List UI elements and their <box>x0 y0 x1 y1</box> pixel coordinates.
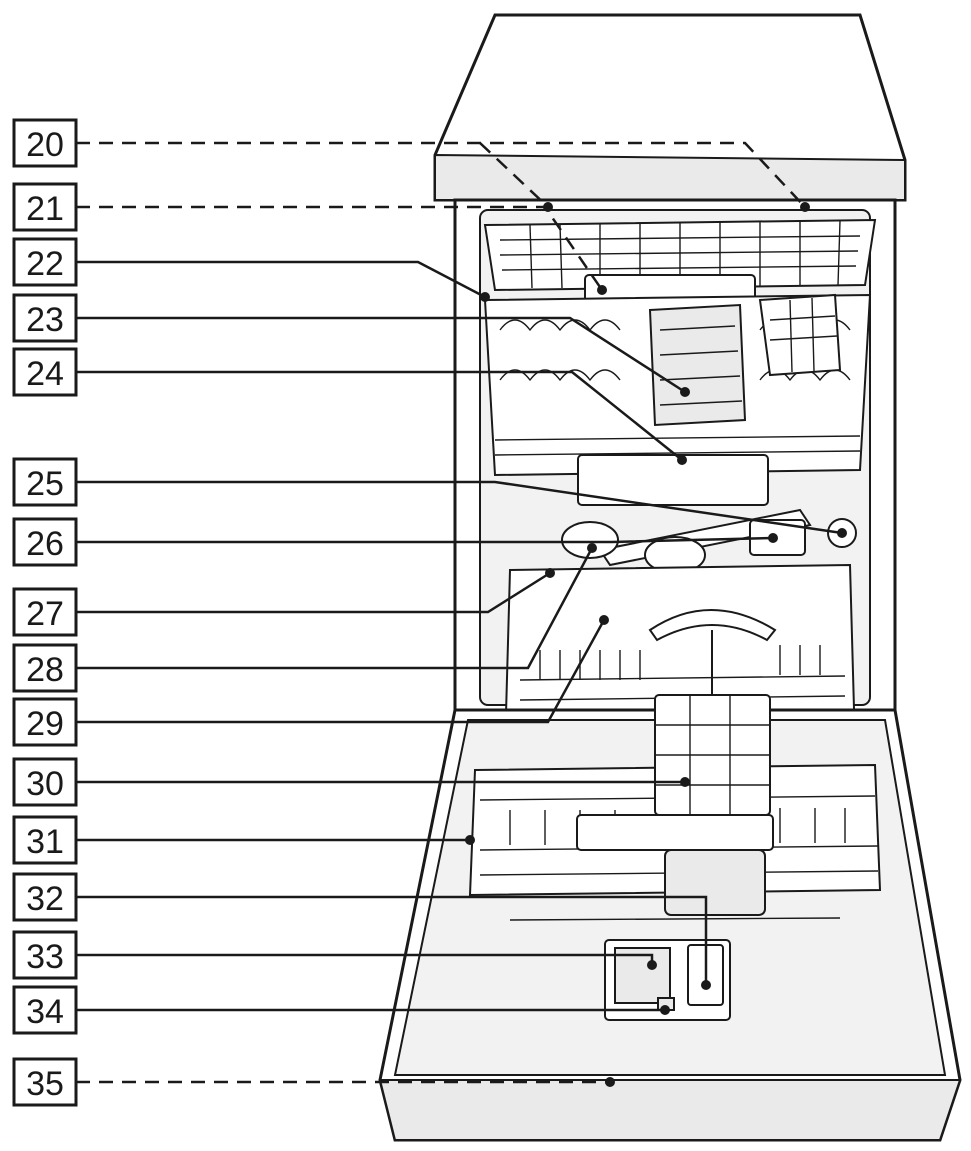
callout-22-label: 22 <box>26 245 64 283</box>
callout-32: 32 <box>12 872 78 922</box>
leader-24 <box>76 370 683 461</box>
callout-22: 22 <box>12 237 78 287</box>
callout-33-label: 33 <box>26 938 64 976</box>
callout-25: 25 <box>12 457 78 507</box>
callout-20-label: 20 <box>26 126 64 164</box>
callout-24: 24 <box>12 347 78 397</box>
leader-28 <box>76 547 594 670</box>
callout-34: 34 <box>12 985 78 1035</box>
callout-30: 30 <box>12 757 78 807</box>
dishwasher-illustration <box>378 13 962 1142</box>
callout-28-label: 28 <box>26 651 64 689</box>
upper-basket <box>483 293 872 506</box>
open-door <box>378 694 962 1142</box>
callout-35: 35 <box>12 1057 78 1107</box>
leader-25 <box>76 480 843 535</box>
callout-21-label: 21 <box>26 190 64 228</box>
leader-22 <box>76 260 486 299</box>
upper-basket-handle <box>577 454 769 506</box>
target-dots <box>465 202 847 1087</box>
leader-20 <box>76 141 806 208</box>
callout-26: 26 <box>12 517 78 567</box>
callout-30-label: 30 <box>26 765 64 803</box>
leader-32 <box>76 895 708 985</box>
callout-labels: 20 21 22 23 24 25 26 27 <box>12 118 78 1107</box>
callout-24-label: 24 <box>26 355 64 393</box>
callout-34-label: 34 <box>26 993 64 1031</box>
leader-27 <box>76 571 551 614</box>
callout-29-label: 29 <box>26 705 64 743</box>
callout-23: 23 <box>12 293 78 343</box>
callout-27: 27 <box>12 587 78 637</box>
leader-20b <box>479 142 549 208</box>
callout-31: 31 <box>12 815 78 865</box>
callout-33: 33 <box>12 930 78 980</box>
spray-hub <box>561 521 619 559</box>
callout-25-label: 25 <box>26 465 64 503</box>
callout-32-label: 32 <box>26 880 64 918</box>
callout-27-label: 27 <box>26 595 64 633</box>
callout-31-label: 31 <box>26 823 64 861</box>
callout-35-label: 35 <box>26 1065 64 1103</box>
leader-23 <box>76 316 686 394</box>
lower-basket-handle <box>576 814 774 851</box>
leader-29 <box>76 619 606 724</box>
callout-28: 28 <box>12 643 78 693</box>
callout-23-label: 23 <box>26 301 64 339</box>
callout-21: 21 <box>12 182 78 232</box>
callout-26-label: 26 <box>26 525 64 563</box>
callout-20: 20 <box>12 118 78 168</box>
leader-26 <box>76 536 774 544</box>
worktop-front-edge <box>434 153 906 201</box>
callout-29: 29 <box>12 697 78 747</box>
